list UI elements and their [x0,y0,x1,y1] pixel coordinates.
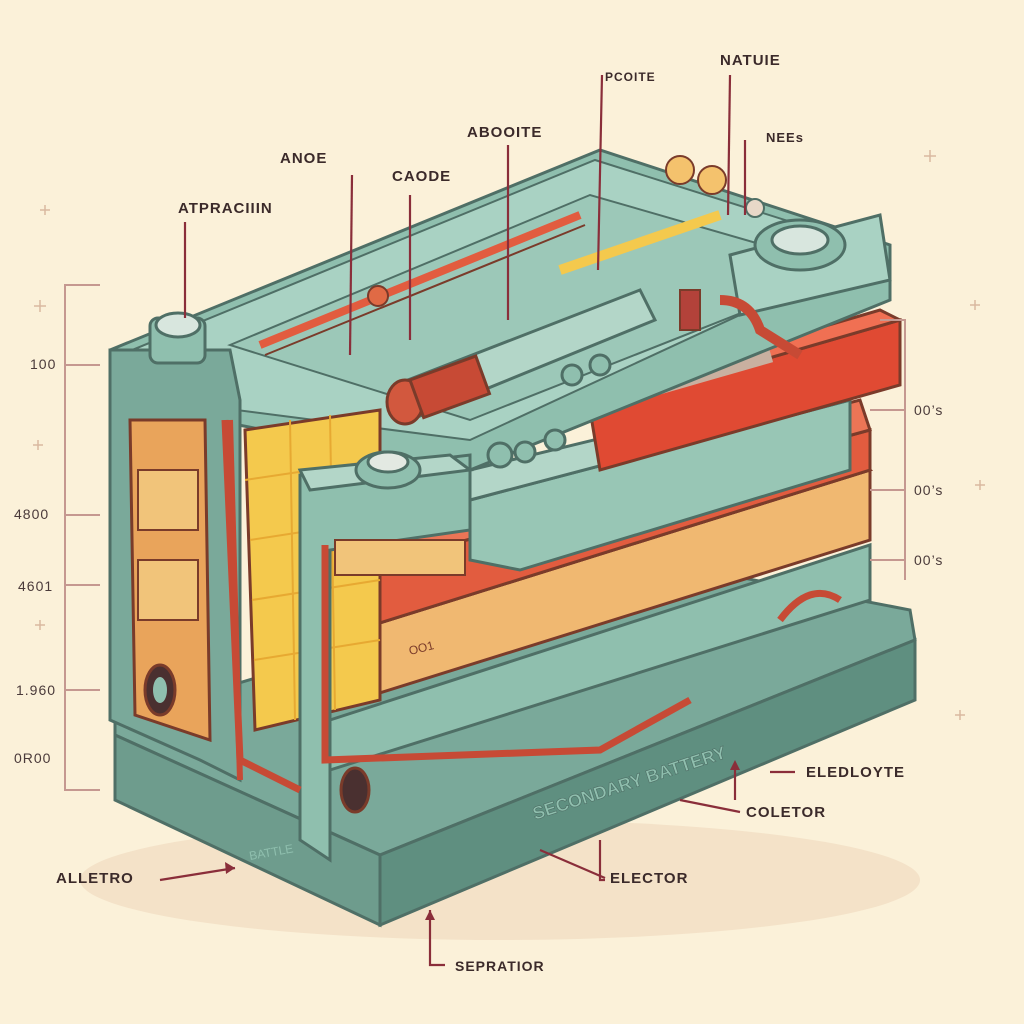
label-coletor: COLETOR [746,804,827,821]
label-aboiite: ABOOITE [467,124,543,141]
label-eledloyte: ELEDLOYTE [806,764,906,781]
front-pillar [297,450,474,863]
label-natuie: NATUIE [720,52,781,69]
label-caode: CAODE [392,168,452,185]
left-value-2: 4800 [14,506,50,522]
left-bracket [64,284,100,791]
leader-lines [159,74,795,967]
left-value-5: 0R00 [14,750,52,766]
right-value-3: 00’s [914,552,944,568]
left-value-4: 1.960 [16,682,57,698]
right-value-1: 00’s [914,402,944,418]
terminal-right [679,213,892,360]
small-tag: OO1 [407,638,435,658]
electrode-layers [318,308,905,773]
label-nees: NEEs [766,130,804,145]
label-elector: ELECTOR [610,870,689,887]
left-value-3: 4601 [18,578,54,594]
label-pcoite: PCOITE [605,70,656,84]
label-atpracion: ATPRACIIIN [178,200,273,217]
sparkle-decorations [33,150,985,720]
left-value-1: 100 [30,356,57,372]
label-sepratior: SEPRATIOR [455,958,545,974]
leader-arrows [225,760,740,920]
label-anoe: ANOE [280,150,328,167]
label-alletro: ALLETRO [56,870,134,887]
housing-top [108,148,892,472]
right-value-2: 00’s [914,482,944,498]
left-pillar [108,311,242,783]
right-bracket [870,319,906,580]
red-wire [221,419,842,794]
